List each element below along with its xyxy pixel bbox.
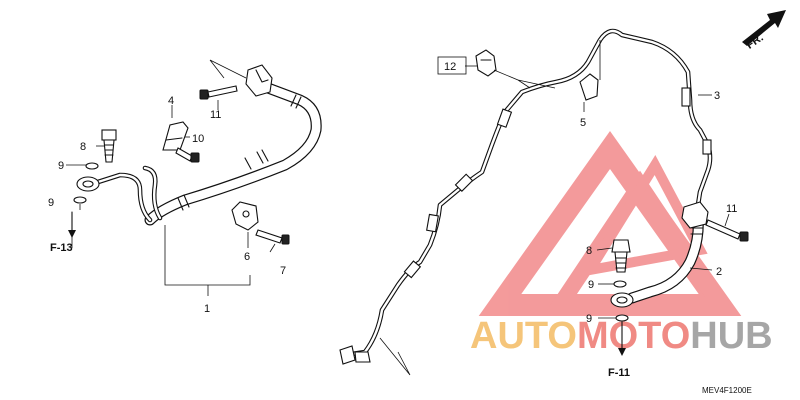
watermark: AUTOMOTOHUB bbox=[470, 130, 773, 357]
callout-9-right-b: 9 bbox=[586, 313, 592, 325]
watermark-auto: AUTO bbox=[470, 315, 577, 357]
front-direction-arrow: FR. bbox=[742, 10, 786, 52]
callout-11-left: 11 bbox=[210, 109, 221, 121]
callout-8-right: 8 bbox=[586, 245, 592, 257]
callout-6: 6 bbox=[244, 251, 250, 263]
watermark-moto: MOTO bbox=[577, 315, 690, 357]
watermark-text: AUTOMOTOHUB bbox=[470, 315, 773, 357]
callout-1: 1 bbox=[204, 303, 210, 315]
watermark-logo bbox=[478, 130, 742, 316]
callout-7: 7 bbox=[280, 265, 286, 277]
callout-4: 4 bbox=[168, 95, 174, 107]
callout-9-right-a: 9 bbox=[588, 279, 594, 291]
direction-label: FR. bbox=[744, 32, 765, 52]
watermark-hub: HUB bbox=[690, 315, 772, 357]
callout-5: 5 bbox=[580, 117, 586, 129]
callout-9-left-a: 9 bbox=[58, 160, 64, 172]
callout-10: 10 bbox=[192, 133, 204, 145]
left-hose-assembly: 1 4 10 11 8 9 9 6 7 F-13 bbox=[48, 59, 322, 315]
reference-f13: F-13 bbox=[50, 242, 73, 254]
callout-9-left-b: 9 bbox=[48, 197, 54, 209]
reference-f11: F-11 bbox=[608, 367, 630, 379]
callout-2: 2 bbox=[716, 266, 722, 278]
callout-11-right: 11 bbox=[726, 203, 737, 215]
drawing-code: MEV4F1200E bbox=[702, 386, 752, 395]
right-hose-assembly: 12 5 3 2 11 8 9 9 F-11 bbox=[339, 28, 749, 379]
callout-8-left: 8 bbox=[80, 141, 86, 153]
callout-12: 12 bbox=[444, 61, 456, 73]
callout-3: 3 bbox=[714, 90, 720, 102]
